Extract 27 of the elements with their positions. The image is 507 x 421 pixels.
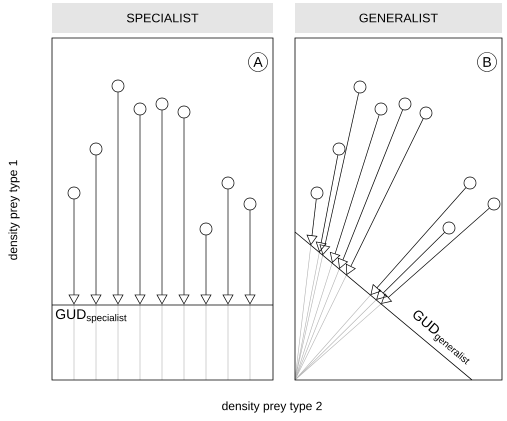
- arrow: [376, 232, 445, 300]
- gud-label: $\text{GUD}_{\text{specialist}}$: [56, 309, 127, 324]
- patch-circle: [420, 106, 432, 120]
- patch-circle: [68, 186, 80, 200]
- patch-circle: [442, 222, 456, 234]
- panel-letter: B: [477, 52, 497, 72]
- patch-circle: [244, 198, 256, 210]
- patch-circle: [222, 176, 234, 190]
- patch-circle: [112, 80, 124, 92]
- patch-circle: [134, 102, 146, 116]
- header-band: GENERALIST: [295, 3, 502, 33]
- panel-letter: A: [248, 52, 268, 72]
- patch-circle: [488, 198, 500, 210]
- patch-circle: [464, 176, 476, 190]
- axis-label: density prey type 1: [8, 160, 20, 260]
- patch-circle: [200, 222, 212, 236]
- patch-circle: [332, 142, 346, 156]
- header-band: SPECIALIST: [52, 3, 273, 33]
- patch-circle: [178, 106, 190, 118]
- axis-label: density prey type 2: [222, 401, 322, 413]
- patch-circle: [398, 98, 412, 110]
- patch-circle: [90, 142, 102, 156]
- patch-circle: [156, 98, 168, 110]
- patch-circle: [354, 80, 366, 94]
- arrow: [381, 208, 490, 304]
- patch-circle: [310, 186, 324, 200]
- patch-circle: [374, 102, 388, 116]
